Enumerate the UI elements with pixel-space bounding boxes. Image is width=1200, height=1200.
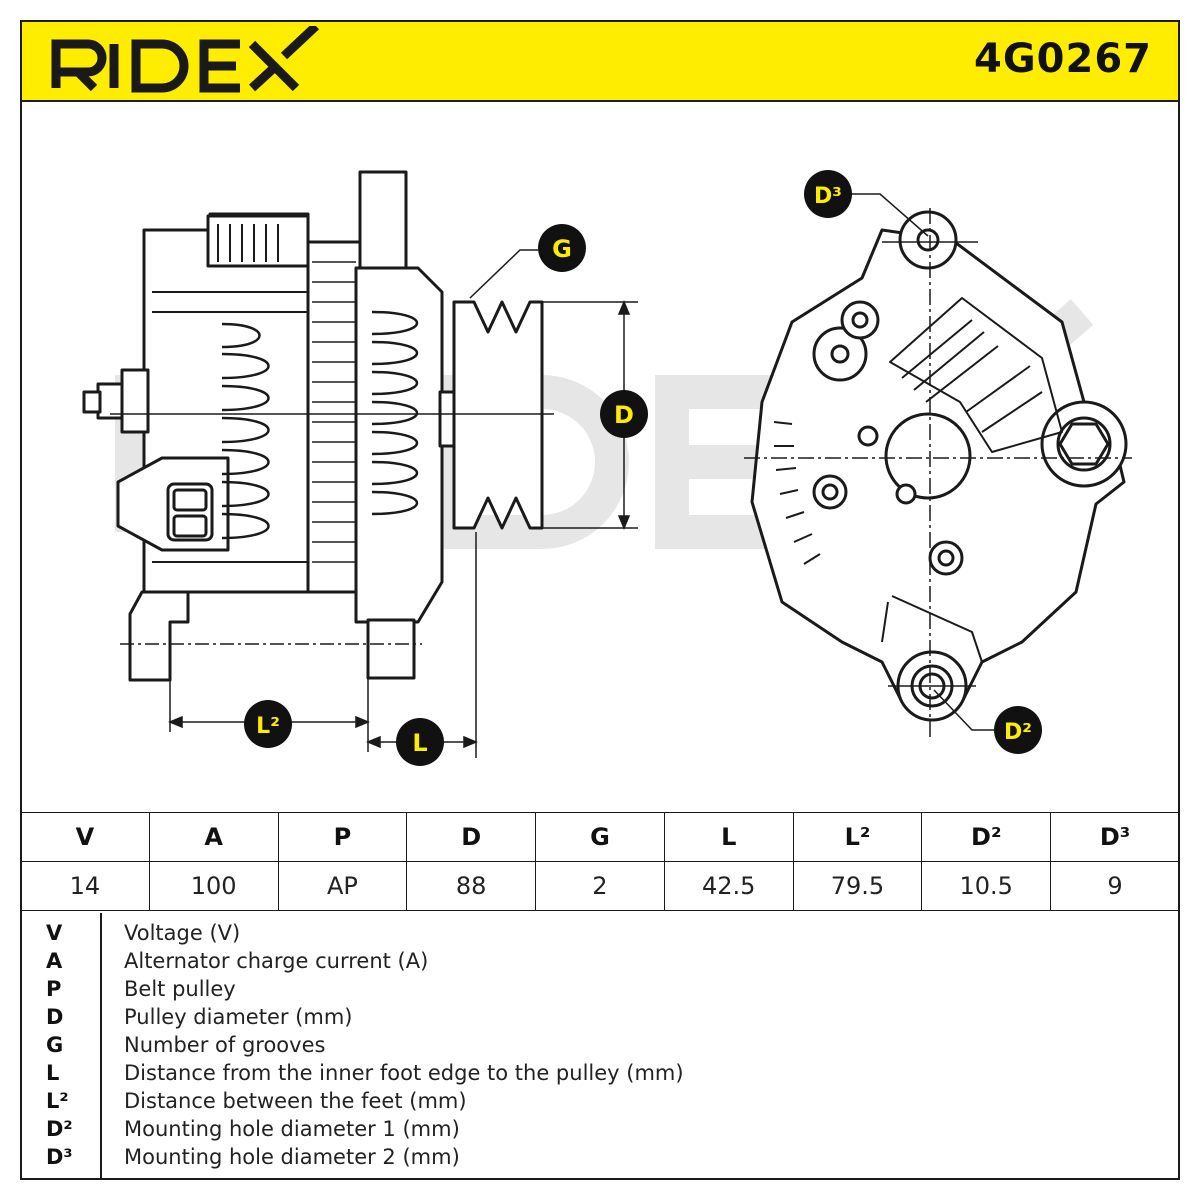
svg-text:G: G xyxy=(552,235,572,263)
callout-d2: D² xyxy=(994,706,1042,754)
callout-d3: D³ xyxy=(804,170,852,218)
legend-item: P Belt pulley xyxy=(20,977,1180,1005)
value-d2: 10.5 xyxy=(921,861,1052,911)
dimension-d xyxy=(542,300,638,530)
legend-text: Belt pulley xyxy=(124,977,236,1001)
value-l: 42.5 xyxy=(663,861,794,911)
legend-key: D³ xyxy=(46,1145,73,1169)
svg-text:L: L xyxy=(412,729,427,757)
header-a: A xyxy=(148,812,279,862)
legend-text: Pulley diameter (mm) xyxy=(124,1005,353,1029)
legend-text: Distance between the feet (mm) xyxy=(124,1089,467,1113)
legend-item: L² Distance between the feet (mm) xyxy=(20,1089,1180,1117)
value-d3: 9 xyxy=(1050,861,1180,911)
alternator-rear-view xyxy=(750,210,1128,722)
part-number: 4G0267 xyxy=(974,36,1152,82)
legend-item: G Number of grooves xyxy=(20,1033,1180,1061)
legend-item: V Voltage (V) xyxy=(20,921,1180,949)
header-g: G xyxy=(535,812,665,862)
header-d3: D³ xyxy=(1050,812,1180,862)
svg-text:L²: L² xyxy=(256,714,280,739)
legend: V Voltage (V) A Alternator charge curren… xyxy=(20,913,1180,1180)
legend-text: Number of grooves xyxy=(124,1033,326,1057)
legend-key: L xyxy=(46,1061,60,1085)
header-bar: 4G0267 xyxy=(20,20,1180,102)
svg-text:D: D xyxy=(614,401,634,429)
legend-key: V xyxy=(46,921,63,945)
technical-drawing: G D L² L D³ D² xyxy=(82,170,1132,766)
header-l2: L² xyxy=(792,812,923,862)
value-g: 2 xyxy=(535,861,665,911)
alternator-side-view xyxy=(82,170,544,682)
legend-item: D³ Mounting hole diameter 2 (mm) xyxy=(20,1145,1180,1173)
header-v: V xyxy=(20,812,150,862)
legend-key: A xyxy=(46,949,63,973)
header-d: D xyxy=(406,812,537,862)
legend-key: L² xyxy=(46,1089,69,1113)
legend-text: Mounting hole diameter 1 (mm) xyxy=(124,1117,460,1141)
svg-text:D²: D² xyxy=(1004,720,1032,745)
spec-value-row: 14 100 AP 88 2 42.5 79.5 10.5 9 xyxy=(20,861,1180,911)
spec-header-row: V A P D G L L² D² D³ xyxy=(20,812,1180,862)
legend-text: Voltage (V) xyxy=(124,921,241,945)
legend-item: L Distance from the inner foot edge to t… xyxy=(20,1061,1180,1089)
legend-divider xyxy=(100,913,102,1178)
value-a: 100 xyxy=(148,861,279,911)
spec-table: V A P D G L L² D² D³ 14 100 AP 88 2 42.5… xyxy=(20,812,1180,911)
callout-l2: L² xyxy=(244,700,292,748)
svg-text:D³: D³ xyxy=(814,184,842,209)
legend-text: Mounting hole diameter 2 (mm) xyxy=(124,1145,460,1169)
callout-d: D xyxy=(600,390,648,438)
legend-key: P xyxy=(46,977,62,1001)
legend-text: Alternator charge current (A) xyxy=(124,949,429,973)
d2-leader xyxy=(933,689,994,731)
g-leader xyxy=(469,249,538,299)
legend-key: D² xyxy=(46,1117,73,1141)
value-l2: 79.5 xyxy=(792,861,923,911)
legend-key: D xyxy=(46,1005,64,1029)
callout-l: L xyxy=(396,718,444,766)
legend-key: G xyxy=(46,1033,64,1057)
value-d: 88 xyxy=(406,861,537,911)
legend-item: D Pulley diameter (mm) xyxy=(20,1005,1180,1033)
value-v: 14 xyxy=(20,861,150,911)
header-p: P xyxy=(277,812,408,862)
header-d2: D² xyxy=(921,812,1052,862)
d3-leader xyxy=(848,193,929,237)
legend-item: A Alternator charge current (A) xyxy=(20,949,1180,977)
ridex-logo xyxy=(51,26,320,93)
value-p: AP xyxy=(277,861,408,911)
header-l: L xyxy=(663,812,794,862)
legend-text: Distance from the inner foot edge to the… xyxy=(124,1061,684,1085)
legend-item: D² Mounting hole diameter 1 (mm) xyxy=(20,1117,1180,1145)
callout-g: G xyxy=(538,224,586,272)
